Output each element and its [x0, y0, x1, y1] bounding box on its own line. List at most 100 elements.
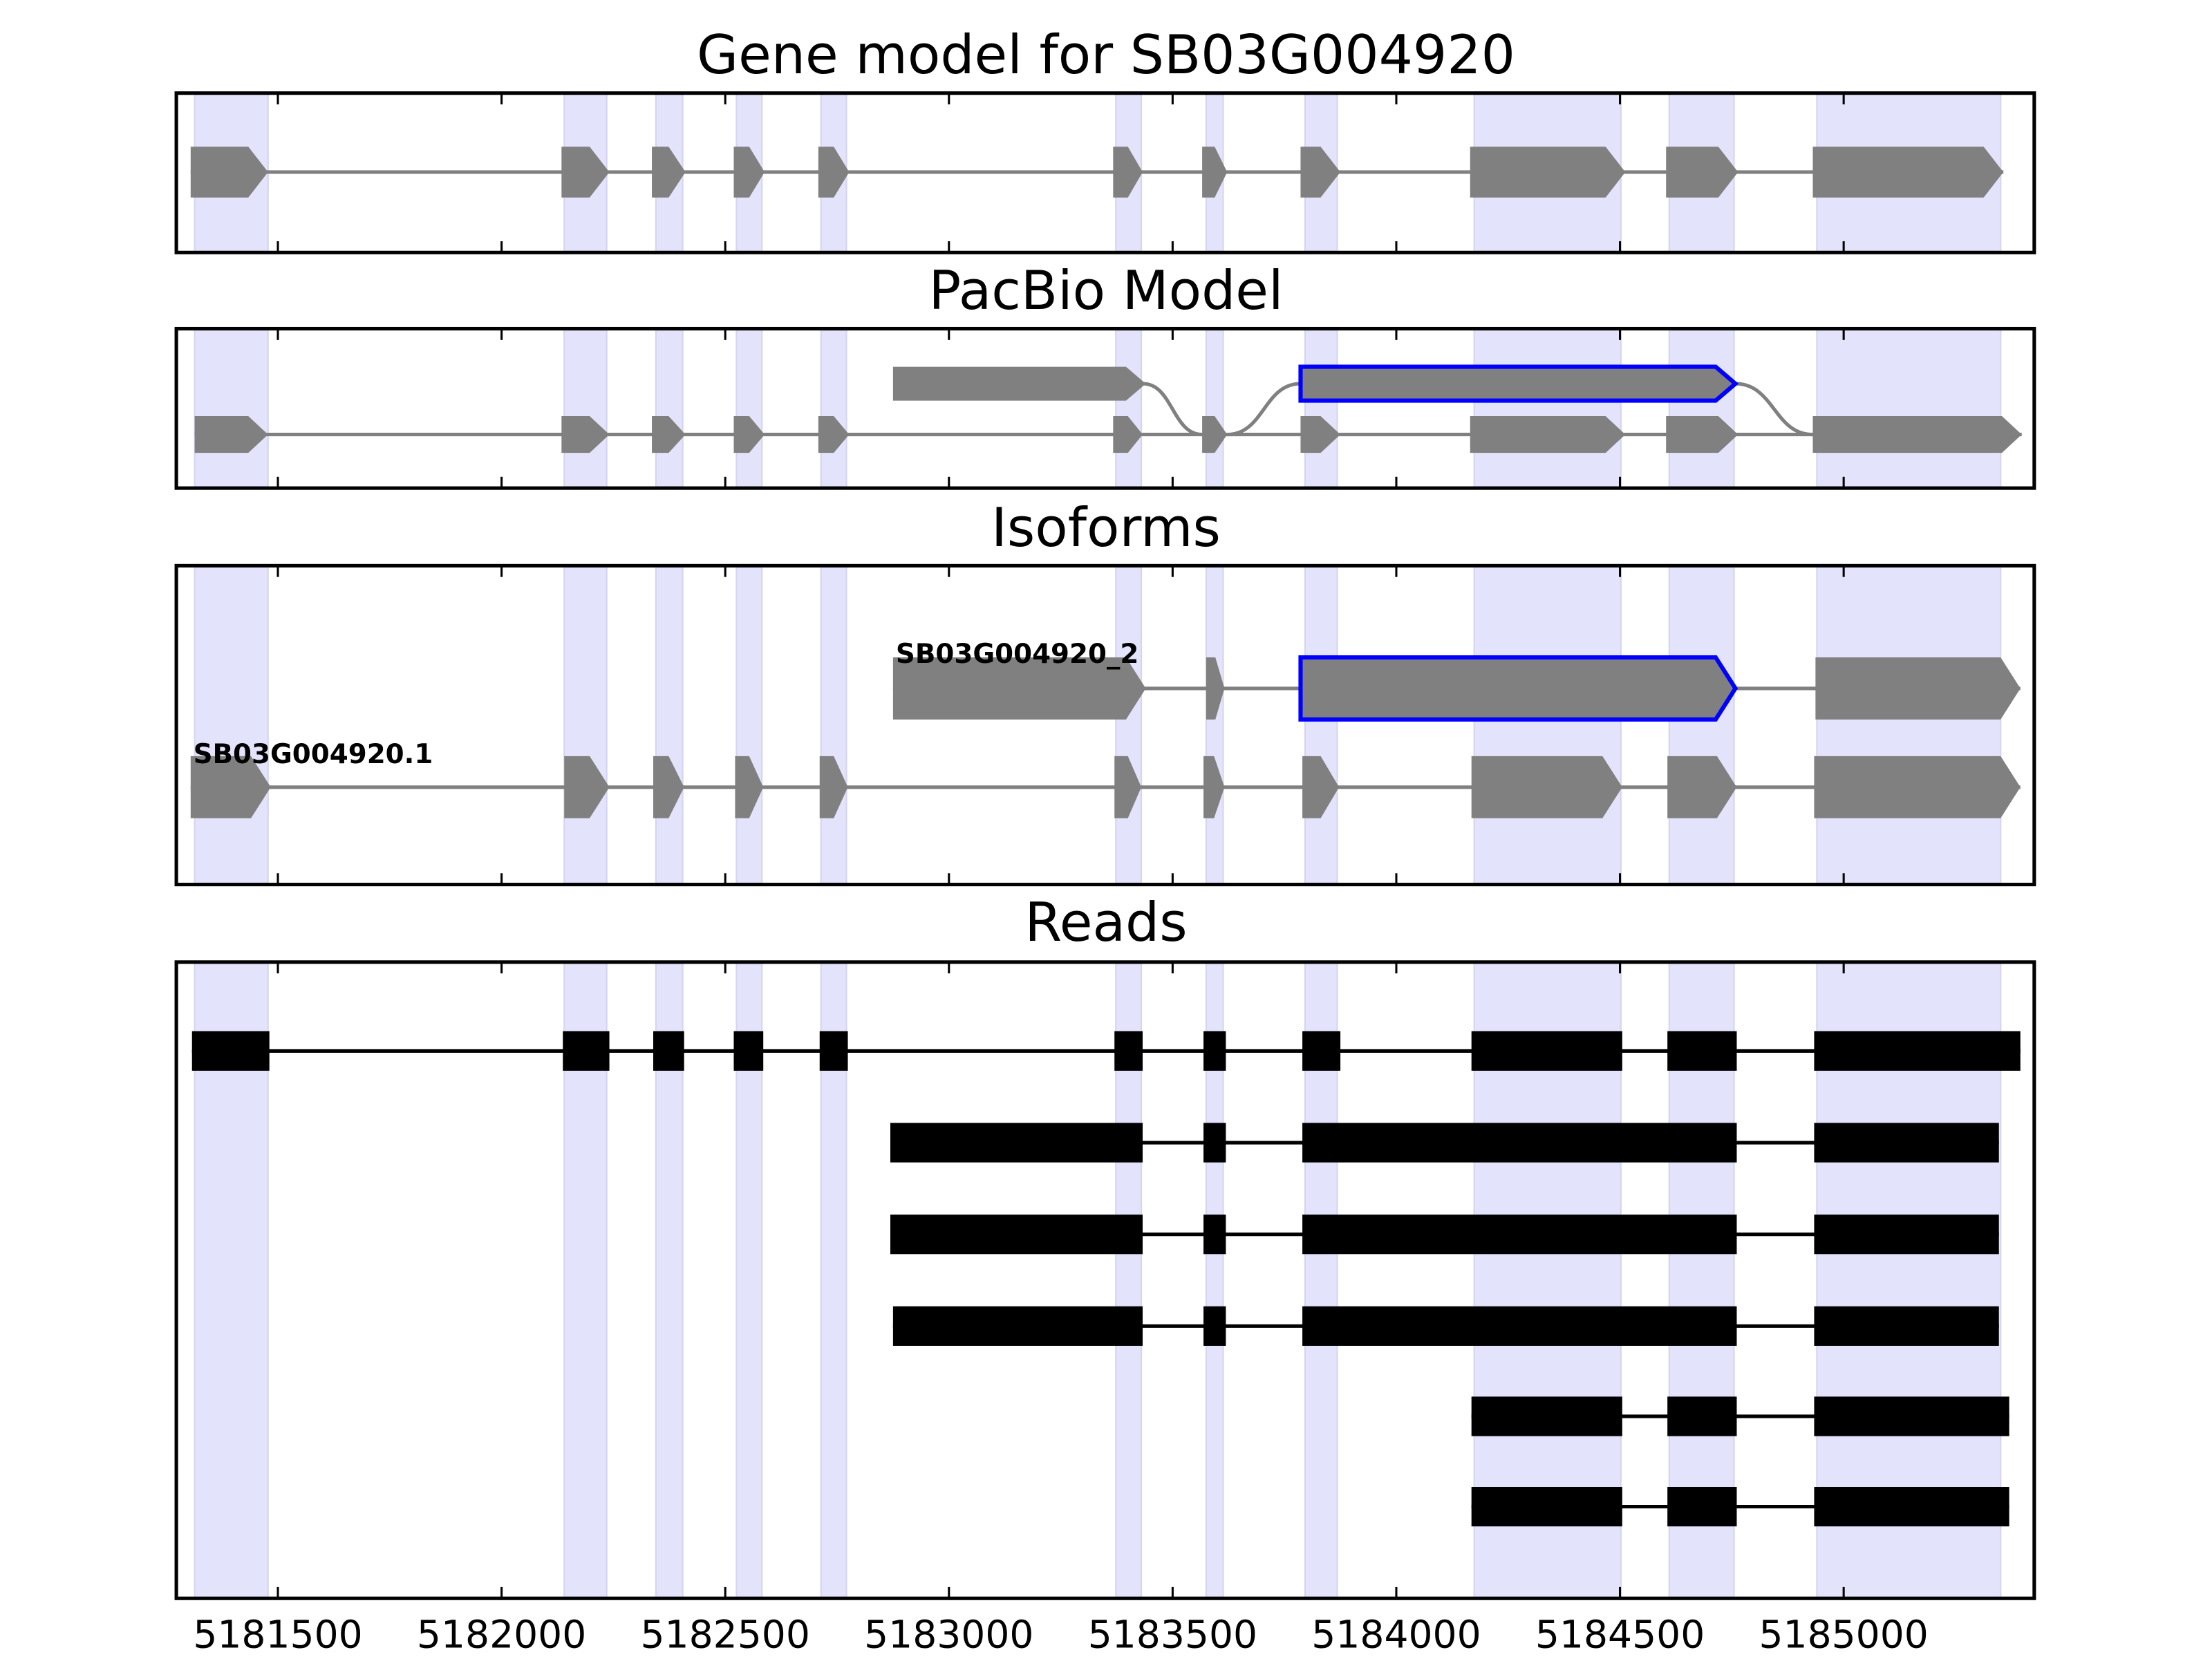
exon — [1812, 416, 2022, 453]
shaded-exon-region — [1304, 565, 1338, 885]
exon — [1202, 416, 1228, 453]
read-block — [1667, 1031, 1737, 1071]
x-tick-label: 5182500 — [641, 1613, 810, 1657]
shaded-exon-region — [735, 328, 763, 489]
read-block — [1667, 1396, 1737, 1436]
splice-curve — [1735, 382, 1813, 437]
highlighted-exon — [1298, 655, 1738, 722]
read-block — [1814, 1123, 1999, 1163]
exon — [1666, 416, 1738, 453]
x-tick-label: 5183000 — [864, 1613, 1033, 1657]
panel-title-reads: Reads — [1024, 892, 1187, 954]
exon — [190, 756, 271, 818]
panel-title-gene-model: Gene model for SB03G004920 — [697, 24, 1515, 86]
x-tick-label: 5181500 — [193, 1613, 362, 1657]
isoform-label-2: SB03G004920_2 — [896, 639, 1138, 670]
isoform-label-1: SB03G004920.1 — [194, 739, 433, 770]
exon — [818, 416, 850, 453]
x-tick-label: 5184500 — [1535, 1613, 1705, 1657]
shaded-exon-region — [1115, 328, 1143, 489]
shaded-exon-region — [1816, 565, 2002, 885]
exon — [892, 657, 1146, 720]
exon — [564, 756, 610, 818]
exon — [652, 416, 686, 453]
read-block — [1471, 1031, 1622, 1071]
read-block — [1203, 1123, 1226, 1163]
exon — [1815, 657, 2021, 720]
shaded-exon-region — [1205, 328, 1224, 489]
read-block — [1302, 1215, 1737, 1255]
read-block — [1814, 1215, 1999, 1255]
exon — [1113, 416, 1143, 453]
splice-curve — [1143, 382, 1203, 437]
read-block — [1814, 1031, 2021, 1071]
shaded-exon-region — [655, 565, 684, 885]
exon — [194, 416, 268, 453]
shaded-exon-region — [1816, 328, 2002, 489]
panel-frame — [174, 326, 2036, 490]
read-block — [819, 1031, 848, 1071]
shaded-exon-region — [655, 328, 684, 489]
read-block — [892, 1306, 1143, 1346]
exon — [1114, 756, 1142, 818]
exon — [735, 756, 764, 818]
read-block — [1814, 1396, 2009, 1436]
pacbio-exon — [892, 366, 1146, 401]
shaded-exon-region — [1473, 565, 1622, 885]
exon — [561, 147, 610, 198]
exon — [1814, 756, 2021, 818]
exon — [190, 147, 268, 198]
read-block — [563, 1031, 610, 1071]
shaded-exon-region — [1668, 328, 1735, 489]
exon — [1470, 416, 1626, 453]
read-block — [1114, 1031, 1143, 1071]
panel-title-pacbio-model: PacBio Model — [928, 260, 1283, 322]
exon — [1470, 147, 1626, 198]
panel-frame — [174, 563, 2036, 887]
exon — [561, 416, 610, 453]
exon — [1471, 756, 1622, 818]
read-block — [1667, 1487, 1737, 1527]
read-block — [1471, 1487, 1622, 1527]
exon — [819, 756, 848, 818]
read-block — [733, 1031, 764, 1071]
read-block — [890, 1123, 1143, 1163]
x-tick-label: 5182000 — [417, 1613, 586, 1657]
shaded-exon-region — [735, 565, 763, 885]
shaded-exon-region — [563, 565, 608, 885]
shaded-exon-region — [1473, 328, 1622, 489]
panel-frame — [174, 960, 2036, 1600]
shaded-exon-region — [1304, 328, 1338, 489]
shaded-exon-region — [820, 565, 847, 885]
read-block — [1814, 1306, 1999, 1346]
read-block — [653, 1031, 684, 1071]
panel-frame — [174, 91, 2036, 254]
read-block — [191, 1031, 270, 1071]
read-block — [890, 1215, 1143, 1255]
read-block — [1203, 1306, 1226, 1346]
shaded-exon-region — [563, 328, 608, 489]
read-block — [1302, 1031, 1341, 1071]
shaded-exon-region — [1205, 565, 1224, 885]
read-block — [1814, 1487, 2009, 1527]
read-block — [1302, 1123, 1737, 1163]
exon — [733, 416, 765, 453]
shaded-exon-region — [194, 328, 269, 489]
splice-curve — [1227, 382, 1301, 437]
exon — [1666, 147, 1738, 198]
x-tick-label: 5184000 — [1311, 1613, 1481, 1657]
read-block — [1203, 1031, 1226, 1071]
exon — [1667, 756, 1737, 818]
shaded-exon-region — [1668, 565, 1735, 885]
exon — [1202, 147, 1228, 198]
read-block — [1302, 1306, 1737, 1346]
panel-frames — [174, 91, 2036, 1600]
exon — [733, 147, 765, 198]
exon — [1113, 147, 1143, 198]
exon — [1300, 147, 1341, 198]
shaded-exon-region — [194, 565, 269, 885]
tracks — [190, 147, 2022, 1527]
panel-title-isoforms: Isoforms — [991, 497, 1221, 559]
